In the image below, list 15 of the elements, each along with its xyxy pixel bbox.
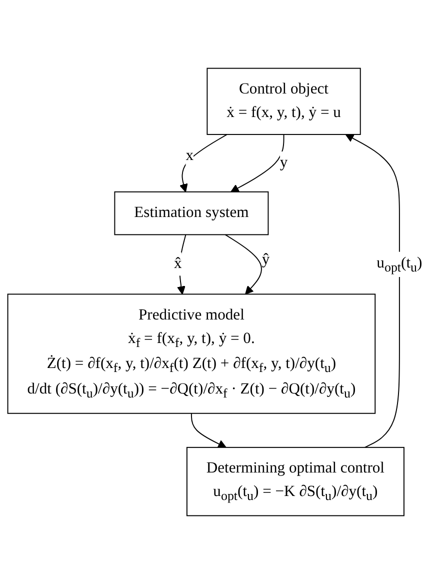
edge-label: u$_{opt}$(t$_{u}$) (376, 254, 422, 274)
node-box: Estimation system (114, 191, 269, 236)
edge-label: y (280, 154, 288, 171)
arrow (230, 134, 284, 192)
node-box: Determining optimal control u$_{opt}$(t$_{u}$) = −K ∂S(t$_{u}$)/∂y(t$_{u}$) (186, 446, 404, 516)
arrow (224, 234, 262, 295)
arrow (345, 134, 400, 448)
arrow (190, 412, 226, 448)
node-box: Control object ẋ = f(x, y, t), ẏ = u (206, 68, 361, 135)
arrow (176, 234, 186, 295)
edge-label: ŷ (262, 252, 270, 268)
node-box: Predictive model ẋ$_{f}$ = f(x$_{f}$, y, t), ẏ = 0. Ż(t) = ∂f(x$_{f}$, y, t)/∂x$_{f}$(t) Z(t) + ∂f(x$_{f}$, y, t)/∂y(t$_{u}$) d/dt (∂S(t$_{u}$)/∂y(t$_{u}$)) = −∂Q(t)/∂x$_{f}$ · Z(t) − ∂Q(t)/∂y(t$_{u}$) (7, 294, 376, 414)
edge-label: x̂ (174, 255, 182, 272)
arrow (179, 134, 228, 192)
edge-label: x (186, 148, 194, 164)
